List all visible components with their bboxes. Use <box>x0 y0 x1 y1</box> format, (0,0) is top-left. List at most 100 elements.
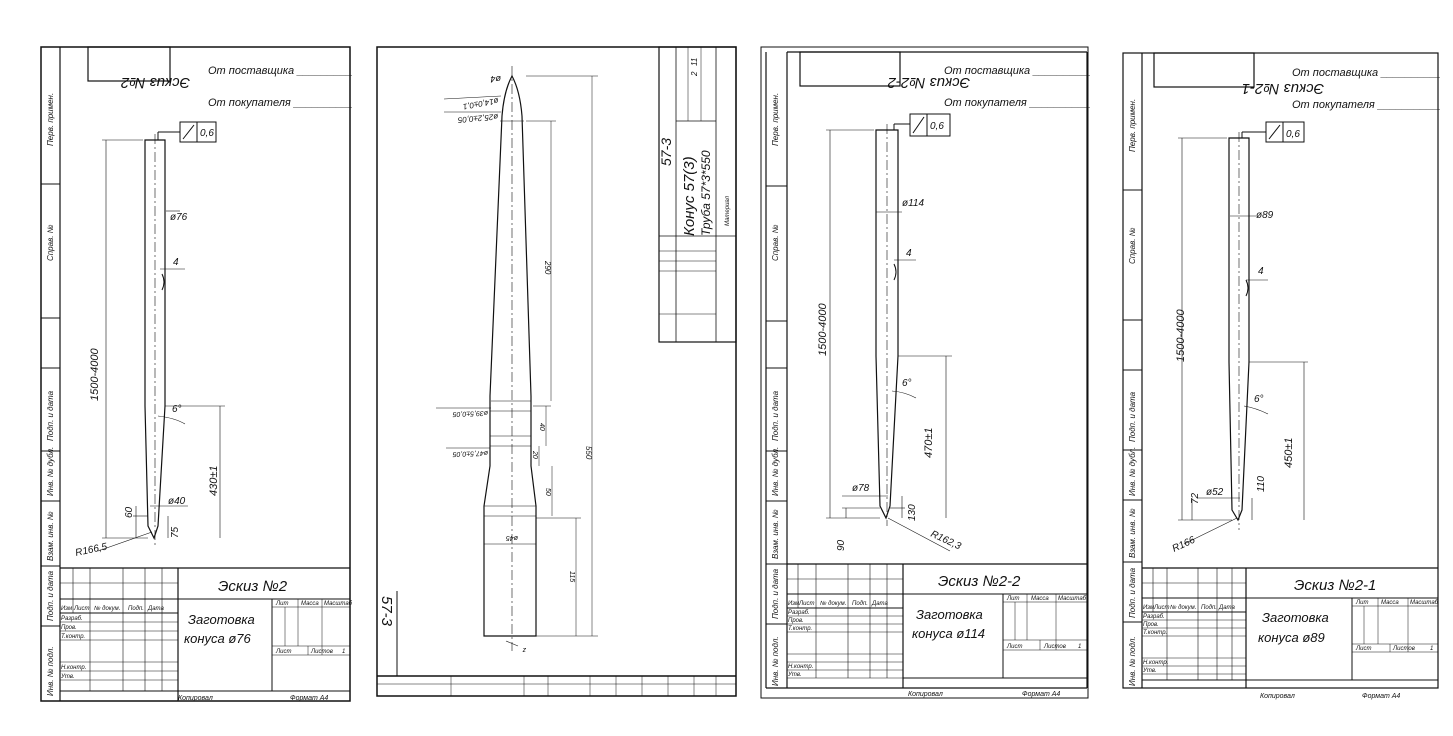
dim-d3: ø39,5±0,05 <box>452 409 488 417</box>
tb-nkontr: Н.контр. <box>1143 660 1168 666</box>
part-name-line-1: Заготовка <box>916 607 983 622</box>
tb-mass: Масса <box>1381 600 1399 606</box>
part-name-line-1: Заготовка <box>188 612 255 627</box>
tb-scale: Масштаб <box>1058 596 1087 602</box>
tb-prov: Пров. <box>788 618 804 624</box>
title-pipe: Труба 57*3*550 <box>699 150 713 236</box>
side-label-replace-inv: Взам. инв. № <box>771 509 780 559</box>
side-label-first-use: Перв. примен. <box>46 93 55 146</box>
dim-wall: 4 <box>906 248 912 259</box>
dim-length: 1500-4000 <box>817 303 829 356</box>
tb-sheets-count: 1 <box>1078 644 1081 650</box>
dim-diameter: ø76 <box>170 212 188 223</box>
tb-scale: Масштаб <box>324 601 352 607</box>
dim-l1: 290 <box>543 260 552 275</box>
dim-l3: 20 <box>531 450 538 459</box>
sheet-sketch-2: Перв. примен. Справ. № Подп. и дата Инв.… <box>40 46 352 702</box>
tb-mass: Масса <box>1031 596 1049 602</box>
dim-l-total: 550 <box>584 446 593 460</box>
dim-d1: ø14,0±0,1 <box>462 96 499 111</box>
tb-izm: Изм <box>788 601 799 607</box>
sketch-box-label: Эскиз №2 <box>120 74 190 91</box>
copied-label: Копировал <box>178 695 213 702</box>
dim-tip-diameter: ø78 <box>852 483 870 494</box>
format-label: Формат А4 <box>290 695 328 702</box>
dim-tip-length: 90 <box>836 539 847 551</box>
from-buyer: От покупателя ___________ <box>944 97 1090 109</box>
sheet-sketch-2-1: Перв. примен. Справ. № Подп. и дата Инв.… <box>1122 52 1440 704</box>
side-label-sign-date: Подп. и дата <box>1128 391 1137 442</box>
dim-tip-diameter: ø52 <box>1206 487 1224 498</box>
side-label-ref-no: Справ. № <box>1128 227 1137 264</box>
dim-l5: 115 <box>568 571 575 582</box>
tb-tkontr: Т.контр. <box>788 626 812 632</box>
tb-lit: Лит <box>1355 600 1368 606</box>
dim-tip-length: 72 <box>1190 492 1201 504</box>
tb-sheet: Лист <box>1355 646 1371 652</box>
part-name-line-2: конуса ø89 <box>1258 630 1325 645</box>
tolerance-value: 0,6 <box>200 128 214 139</box>
part-name-line-2: конуса ø114 <box>912 626 985 641</box>
dim-length: 1500-4000 <box>89 348 101 401</box>
from-supplier: От поставщика ___________ <box>208 65 352 77</box>
dim-top-diameter: ø4 <box>490 74 501 84</box>
dim-wall: 4 <box>1258 266 1264 277</box>
tb-razrab: Разраб. <box>1143 614 1165 620</box>
tb-mass: Масса <box>301 601 319 607</box>
tb-prov: Пров. <box>1143 622 1159 628</box>
side-label-first-use: Перв. примен. <box>1128 99 1137 152</box>
dim-bottom-diameter: ø45 <box>506 534 518 541</box>
tb-prov: Пров. <box>61 625 77 631</box>
sheets-total: 11 <box>690 58 699 66</box>
side-label-ref-no: Справ. № <box>771 224 780 261</box>
dim-radius: R166 <box>1171 534 1198 554</box>
format-label: Формат А4 <box>1022 691 1060 698</box>
from-supplier: От поставщика ___________ <box>944 65 1090 77</box>
side-label-dup-inv: Инв. № дубл. <box>46 447 55 496</box>
side-label-dup-inv: Инв. № дубл. <box>1128 447 1137 496</box>
dim-tip-diameter: ø40 <box>168 496 186 507</box>
tb-sign: Подп. <box>852 601 868 607</box>
tolerance-value: 0,6 <box>930 121 944 132</box>
tb-doc: № докум. <box>820 600 846 607</box>
tb-sheet: Лист <box>275 649 291 655</box>
sheet-sketch-2-2: Перв. примен. Справ. № Подп. и дата Инв.… <box>760 46 1090 700</box>
side-label-first-use: Перв. примен. <box>771 93 780 146</box>
part-name-line-2: конуса ø76 <box>184 631 252 646</box>
code-bottom-left: 57-3 <box>378 596 395 627</box>
tb-razrab: Разраб. <box>788 610 810 616</box>
dim-angle: 6° <box>1254 394 1264 405</box>
tb-sheets: Листов <box>1043 644 1066 650</box>
dim-tip-height: 130 <box>907 504 918 521</box>
dim-length: 1500-4000 <box>1175 309 1187 362</box>
dim-l4: 50 <box>544 488 551 496</box>
from-buyer: От покупателя ___________ <box>1292 99 1440 111</box>
tb-razrab: Разраб. <box>61 616 83 622</box>
tb-nkontr: Н.контр. <box>61 665 86 671</box>
tb-sheet: Лист <box>1006 644 1022 650</box>
copied-label: Копировал <box>908 691 943 698</box>
copied-label: Копировал <box>1260 693 1295 700</box>
title-sketch: Эскиз №2-2 <box>938 573 1021 590</box>
tb-izm: Изм <box>1143 605 1154 611</box>
tb-doc: № докум. <box>1170 604 1196 611</box>
sketch-box-label: Эскиз №2-1 <box>1242 80 1324 97</box>
dim-radius: R166,5 <box>74 541 108 559</box>
title-cone: Конус 57(3) <box>681 156 698 236</box>
drawing-sketch-2-2: Перв. примен. Справ. № Подп. и дата Инв.… <box>760 46 1090 699</box>
tb-lit: Лит <box>275 601 288 607</box>
side-label-sign-date-2: Подп. и дата <box>771 568 780 619</box>
dim-taper-length: 430±1 <box>208 465 220 496</box>
dim-angle: 6° <box>172 404 182 415</box>
drawing-sketch-2-1: Перв. примен. Справ. № Подп. и дата Инв.… <box>1122 52 1440 700</box>
tb-sheets: Листов <box>1392 646 1415 652</box>
title-material: Материал <box>725 195 731 226</box>
dim-tip-length: 60 <box>124 506 135 518</box>
tb-doc: № докум. <box>94 605 120 612</box>
side-label-sign-date-2: Подп. и дата <box>1128 567 1137 618</box>
tb-tkontr: Т.контр. <box>1143 630 1167 636</box>
tb-list: Лист <box>1153 605 1169 611</box>
dim-z: z <box>522 646 527 653</box>
tb-nkontr: Н.контр. <box>788 664 813 670</box>
tb-date: Дата <box>871 601 888 607</box>
